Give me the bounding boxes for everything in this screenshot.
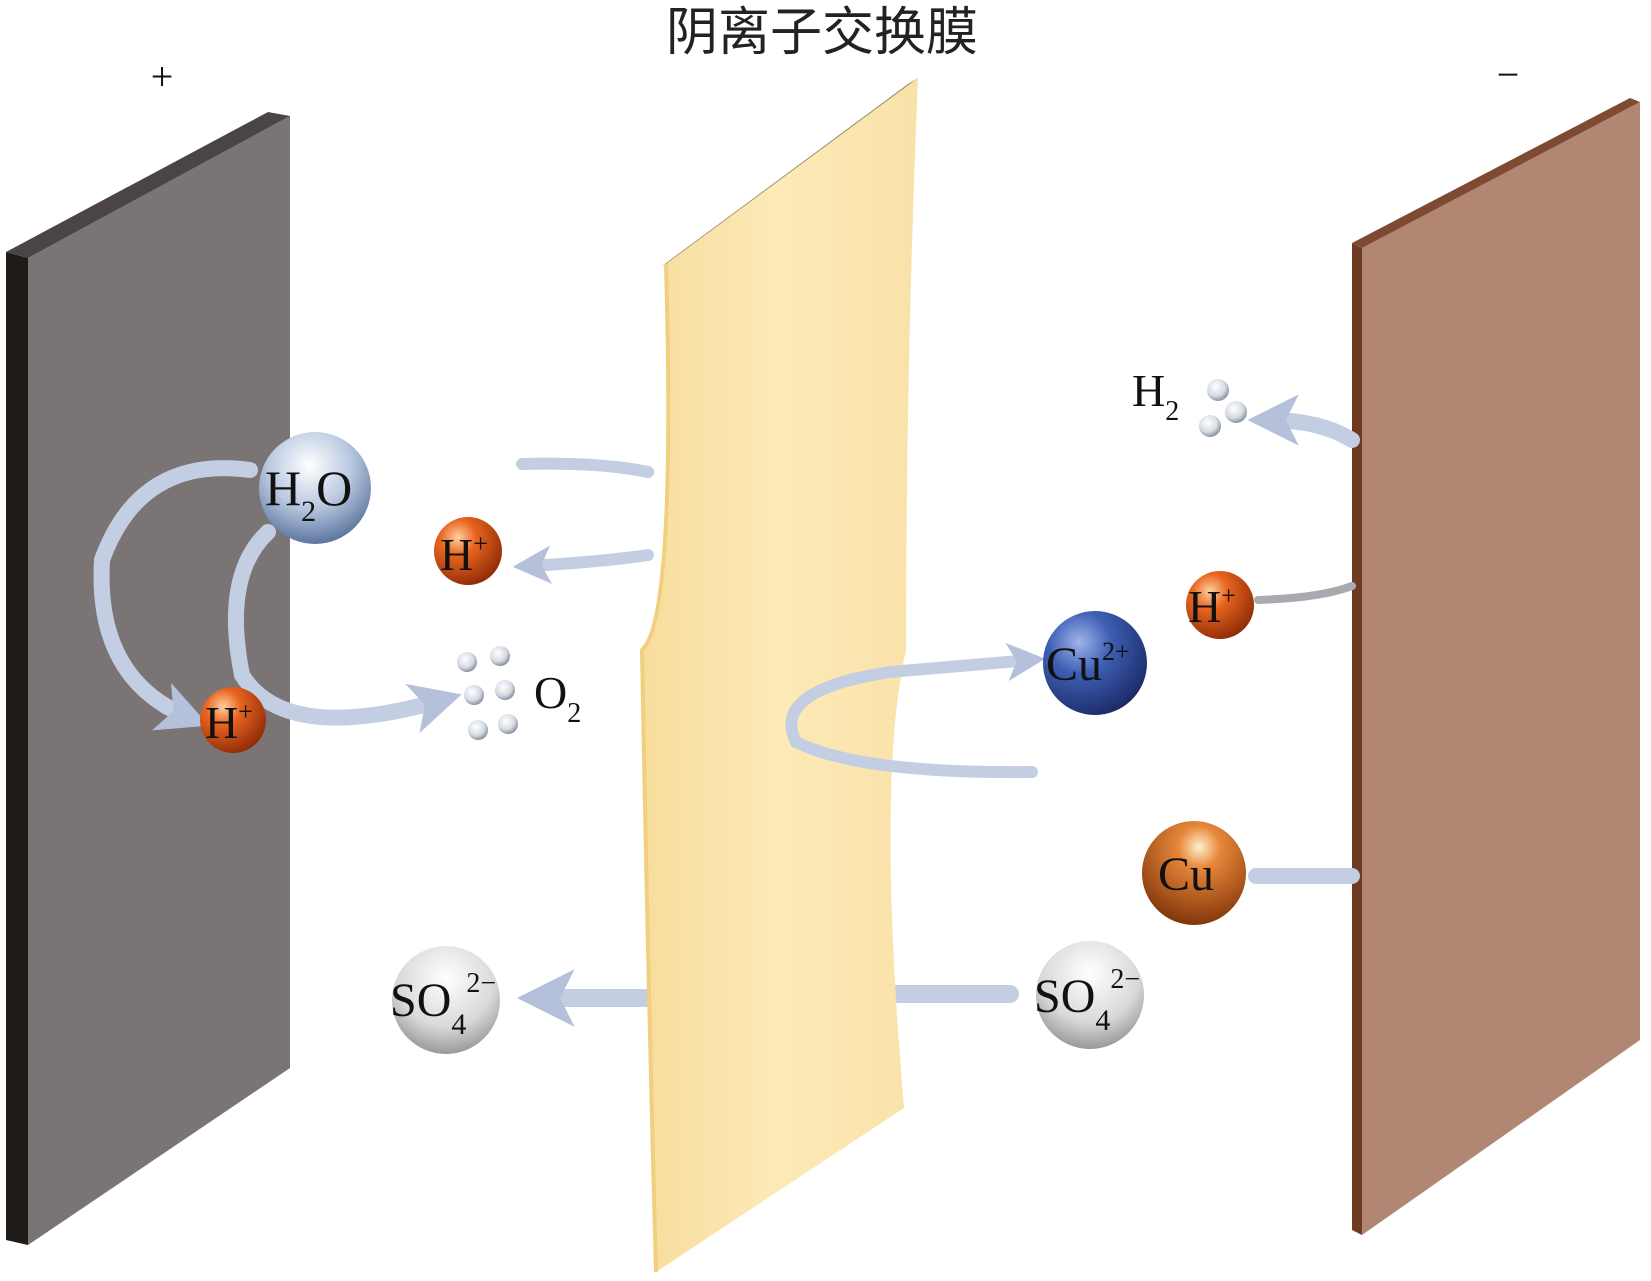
h-ion-membrane: H+ — [434, 517, 502, 585]
hydrogen-bubbles — [1199, 379, 1247, 437]
oxygen-label: O2 — [534, 667, 581, 729]
svg-text:H+: H+ — [1188, 581, 1236, 632]
copper-atom: Cu — [1142, 821, 1246, 925]
water-to-h-ion-arrow — [93, 460, 258, 731]
h-ion-membrane-arrow — [512, 545, 654, 584]
cathode-plate — [1352, 98, 1640, 1235]
copper-ion: Cu2+ — [1043, 611, 1147, 715]
svg-text:SO42−: SO42− — [1034, 964, 1140, 1037]
anode-sign: + — [151, 54, 174, 99]
water-to-oxygen-arrow — [227, 524, 462, 734]
anion-exchange-membrane — [639, 78, 918, 1273]
membrane-top-arrow — [516, 457, 654, 478]
sulfate-ion-left: SO42− — [390, 946, 500, 1054]
svg-text:Cu: Cu — [1158, 848, 1214, 901]
svg-text:H+: H+ — [440, 529, 488, 580]
water-molecule: H2O — [259, 432, 371, 544]
anode-plate — [6, 112, 290, 1245]
svg-text:Cu2+: Cu2+ — [1046, 637, 1130, 691]
membrane-title: 阴离子交换膜 — [666, 3, 978, 63]
h-ion-cathode: H+ — [1186, 571, 1254, 639]
h2-arrow — [1247, 394, 1360, 448]
cu-ion-loop-arrow — [785, 642, 1046, 779]
oxygen-bubbles — [457, 646, 518, 740]
h-ion-cathode-line — [1254, 582, 1356, 604]
hydrogen-label: H2 — [1132, 365, 1179, 427]
svg-text:SO42−: SO42− — [390, 968, 496, 1041]
sulfate-ion-right: SO42− — [1034, 941, 1144, 1049]
h-ion-anode: H+ — [200, 687, 266, 753]
cathode-sign: − — [1497, 52, 1520, 97]
svg-text:H2O: H2O — [265, 460, 352, 528]
svg-text:H+: H+ — [205, 697, 253, 748]
